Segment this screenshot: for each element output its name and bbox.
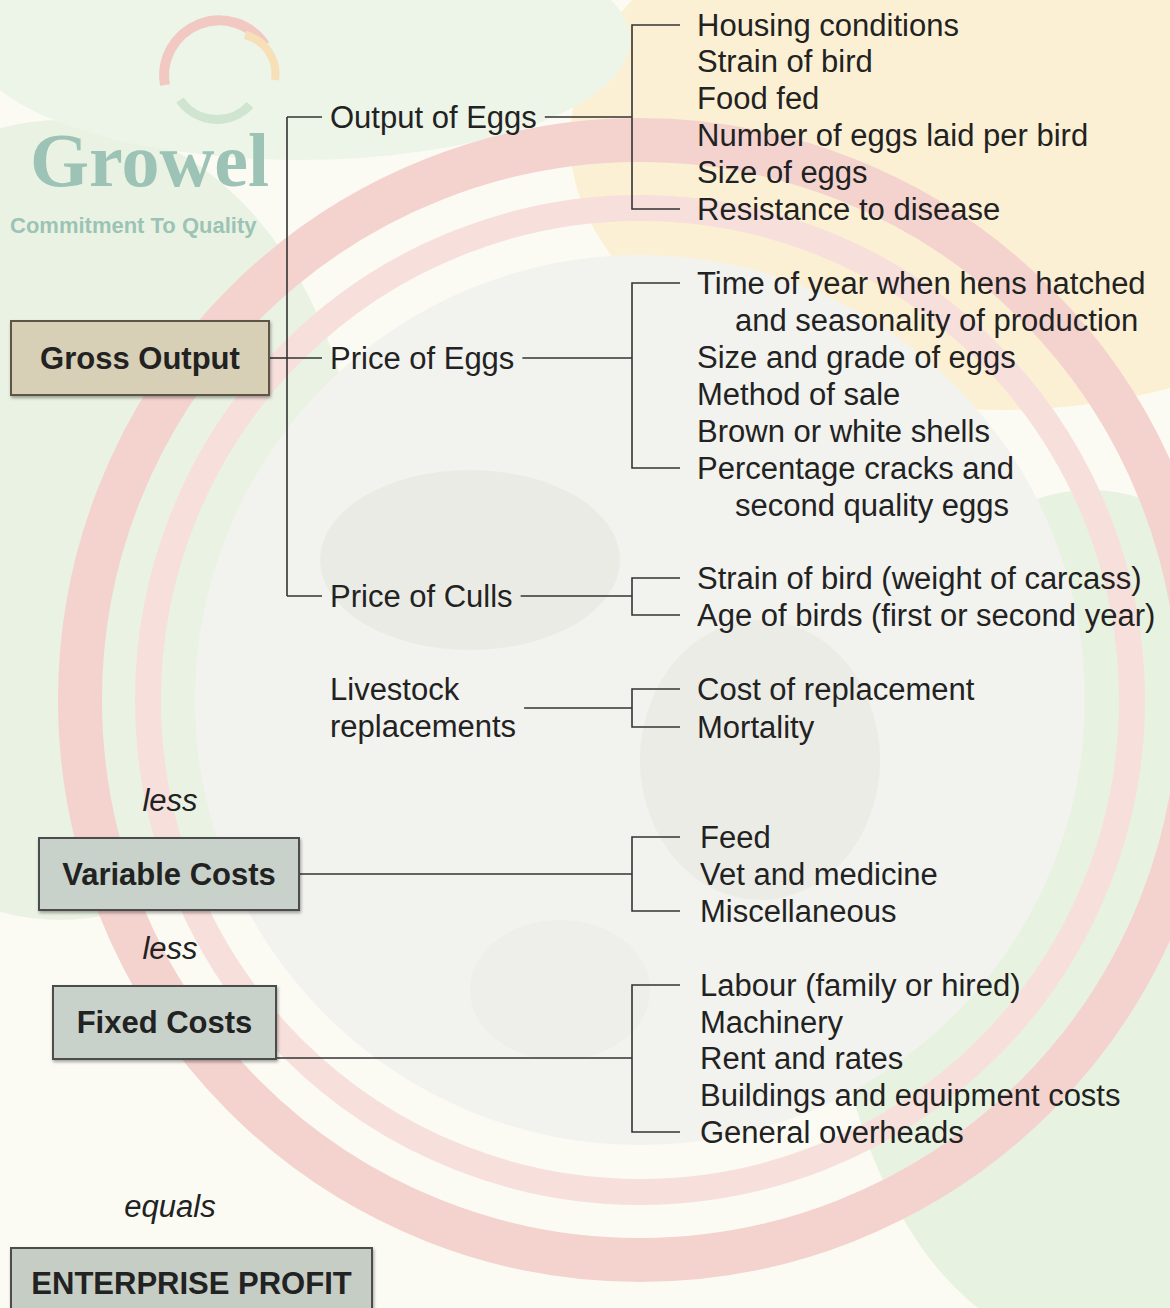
watermark: Commitment To Quality [10, 212, 257, 240]
bracket-line [632, 578, 680, 615]
factor-item: Number of eggs laid per bird [697, 117, 1088, 154]
factor-item: Strain of bird [697, 43, 873, 80]
factor-heading: Price of Eggs [330, 340, 514, 377]
factor-item: Cost of replacement [697, 671, 974, 708]
profit-box: ENTERPRISE PROFIT [10, 1247, 373, 1308]
join-line [522, 357, 632, 359]
branch-line [287, 116, 322, 118]
operator-word: less [142, 930, 197, 967]
cost-box: Variable Costs [38, 837, 300, 911]
cow-silhouette [320, 470, 620, 650]
factor-item: Buildings and equipment costs [700, 1077, 1120, 1114]
factor-heading: Price of Culls [330, 578, 513, 615]
join-line [521, 595, 632, 597]
cost-box: Fixed Costs [52, 985, 277, 1060]
factor-item: General overheads [700, 1114, 964, 1151]
factor-item: Method of sale [697, 376, 900, 413]
logo-arc [164, 20, 265, 85]
bracket-line [632, 25, 680, 209]
factor-item: Strain of bird (weight of carcass) [697, 560, 1142, 597]
factor-item: Mortality [697, 709, 814, 746]
box-title: Fixed Costs [77, 1004, 253, 1041]
factor-item: Rent and rates [700, 1040, 903, 1077]
factor-item: Age of birds (first or second year) [697, 597, 1155, 634]
factor-item: Vet and medicine [700, 856, 938, 893]
bracket-line [632, 837, 680, 911]
red-ring [148, 208, 1132, 1192]
branch-line [287, 595, 322, 597]
factor-heading: Livestock replacements [330, 671, 570, 745]
factor-item: Labour (family or hired) [700, 967, 1020, 1004]
bracket-line [632, 283, 680, 468]
factor-item: Machinery [700, 1004, 843, 1041]
trunk-line [286, 117, 288, 596]
bracket-line [632, 985, 680, 1132]
bracket-line [632, 689, 680, 727]
operator-word: equals [124, 1188, 215, 1225]
operator-word: less [142, 782, 197, 819]
factor-heading: Output of Eggs [330, 99, 537, 136]
factor-item: Food fed [697, 80, 819, 117]
factor-item: Miscellaneous [700, 893, 896, 930]
join-line [277, 1057, 632, 1059]
trunk-line [270, 357, 287, 359]
logo-arc [180, 100, 250, 119]
join-line [300, 873, 632, 875]
output-box: Gross Output [10, 320, 270, 396]
factor-item: Percentage cracks and second quality egg… [697, 450, 1077, 524]
watermark: Growel [30, 118, 269, 202]
join-line [524, 707, 632, 709]
factor-item: Resistance to disease [697, 191, 1000, 228]
box-title: Gross Output [40, 340, 240, 377]
factor-item: Size and grade of eggs [697, 339, 1016, 376]
red-ring [80, 140, 1170, 1260]
logo-arc [245, 35, 275, 80]
factor-item: Size of eggs [697, 154, 868, 191]
grey-disc [195, 255, 1085, 1145]
branch-line [287, 357, 322, 359]
factor-item: Feed [700, 819, 771, 856]
factor-item: Brown or white shells [697, 413, 990, 450]
factor-item: Housing conditions [697, 7, 959, 44]
chick-silhouette [470, 920, 650, 1060]
box-title: ENTERPRISE PROFIT [31, 1265, 351, 1302]
join-line [545, 116, 632, 118]
box-title: Variable Costs [62, 856, 276, 893]
factor-item: Time of year when hens hatched and seaso… [697, 265, 1167, 339]
